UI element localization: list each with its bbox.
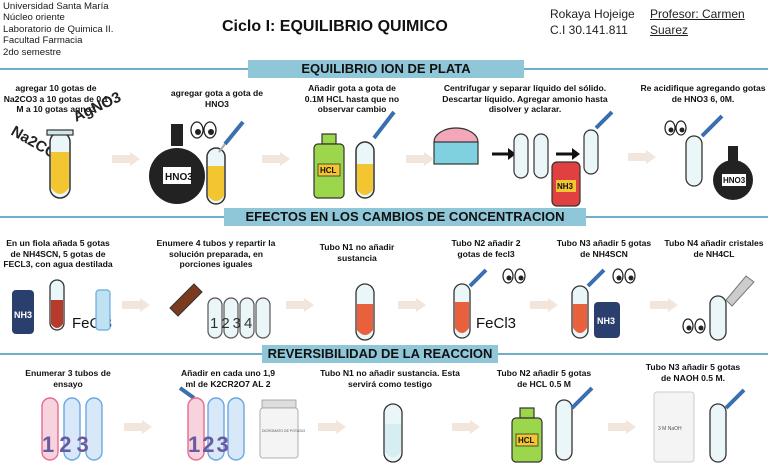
hcl-bottle-illustration: HCL	[313, 110, 396, 199]
step-text: Enumere 4 tubos y repartir la solución p…	[156, 238, 276, 269]
step-text: Enumerar 3 tubos de ensayo	[25, 368, 111, 389]
tube2-hcl-illustration: HCL	[511, 386, 594, 463]
four-tubes-illustration: 1234	[169, 283, 271, 339]
institution-line: Facultad Farmacia	[3, 35, 83, 47]
fecl3-label-2: FeCl3	[476, 315, 516, 332]
step-text: En un fiola añada 5 gotas de NH4SCN, 5 g…	[3, 238, 113, 269]
step-text: Tubo N3 añadir 5 gotas de NAOH 0.5 M.	[645, 362, 741, 383]
step-text: Tubo N3 añadir 5 gotas de NH4SCN	[556, 238, 652, 259]
nh3-label-2: NH3	[14, 310, 32, 320]
tube4-crystals-illustration	[682, 275, 755, 341]
hno3-label-2: HNO3	[723, 176, 746, 185]
tube-numbers-4: 1234	[210, 315, 255, 332]
tube2-fecl3-illustration: FeCl3	[453, 268, 526, 339]
section-title-reversibility: REVERSIBILIDAD DE LA REACCION	[262, 345, 498, 363]
centrifuge-illustration: NH3	[433, 110, 614, 207]
tube1-red-illustration	[355, 283, 375, 341]
step-text: Tubo N1 no añadir sustancia. Esta servir…	[320, 368, 460, 389]
tube-numbers-3b: 123	[188, 432, 231, 457]
flow-arrow	[452, 420, 480, 434]
step-text: Añadir gota a gota de 0.1M HCL hasta que…	[304, 83, 400, 114]
flow-arrow	[124, 420, 152, 434]
step-text: Añadir en cada uno 1,9 ml de K2CR2O7 AL …	[180, 368, 276, 389]
tube3-naoh-illustration: 3 M NaOH	[653, 388, 746, 463]
institution-line: Núcleo oriente	[3, 12, 65, 24]
nh3-label: NH3	[557, 182, 574, 191]
section-title-silver: EQUILIBRIO ION DE PLATA	[248, 60, 524, 78]
hno3-flask-illustration: HNO3	[149, 120, 245, 205]
section-title-concentration: EFECTOS EN LOS CAMBIOS DE CONCENTRACION	[224, 208, 586, 226]
nh3-label-3: NH3	[597, 316, 615, 326]
flow-arrow	[628, 150, 656, 164]
page-title: Ciclo I: EQUILIBRIO QUIMICO	[222, 18, 448, 35]
tube-numbers-3: 123	[42, 432, 94, 457]
flow-arrow	[398, 298, 426, 312]
student-id: C.I 30.141.811	[550, 23, 628, 37]
reagent-jar-label: DICROMATO DE POTASIO	[262, 429, 305, 433]
fiola-mix-illustration: NH3 FeCl3	[12, 279, 112, 334]
flow-arrow	[122, 298, 150, 312]
flow-arrow	[608, 420, 636, 434]
flow-arrow	[406, 152, 434, 166]
flow-arrow	[112, 152, 140, 166]
flow-arrow	[286, 298, 314, 312]
tube3-nh4scn-illustration: NH3	[571, 268, 636, 339]
hno3-label: HNO3	[165, 172, 193, 183]
na2co3-agno3-tube-illustration: Na2CO3 AgNO3	[8, 89, 124, 199]
flow-arrow	[318, 420, 346, 434]
professor-name: Profesor: Carmen Suarez	[650, 7, 745, 37]
flow-arrow	[530, 298, 558, 312]
step-text: agregar 10 gotas de Na2CO3 a 10 gotas de…	[3, 83, 109, 114]
step-text: Re acidifique agregando gotas de HNO3 6,…	[640, 83, 766, 104]
reacidify-illustration: HNO3	[664, 114, 753, 200]
institution-line: 2do semestre	[3, 46, 62, 58]
step-text: Tubo N2 añadir 2 gotas de fecl3	[451, 238, 521, 259]
hcl-label: HCL	[320, 166, 337, 175]
institution-block: Universidad Santa María Núcleo oriente L…	[3, 1, 163, 58]
k2cr2o7-illustration: 123 DICROMATO DE POTASIO	[178, 386, 305, 461]
tube1-control-illustration	[383, 403, 403, 463]
student-info: Rokaya Hojeige C.I 30.141.811	[550, 6, 635, 38]
institution-line: Laboratorio de Quimica II.	[3, 23, 114, 35]
three-tubes-illustration: 123	[41, 397, 103, 461]
flow-arrow	[262, 152, 290, 166]
hcl-label-2: HCL	[518, 436, 535, 445]
naoh-bottle-label: 3 M NaOH	[658, 426, 682, 432]
step-text: Tubo N1 no añadir sustancia	[319, 242, 395, 263]
step-text: agregar gota a gota de HNO3	[170, 88, 264, 109]
step-text: Centrifugar y separar líquido del sólido…	[442, 83, 608, 114]
institution-line: Universidad Santa María	[3, 1, 109, 12]
student-name: Rokaya Hojeige	[550, 7, 635, 21]
step-text: Tubo N2 añadir 5 gotas de HCL 0.5 M	[496, 368, 592, 389]
flow-arrow	[650, 298, 678, 312]
step-text: Tubo N4 añadir cristales de NH4CL	[664, 238, 764, 259]
